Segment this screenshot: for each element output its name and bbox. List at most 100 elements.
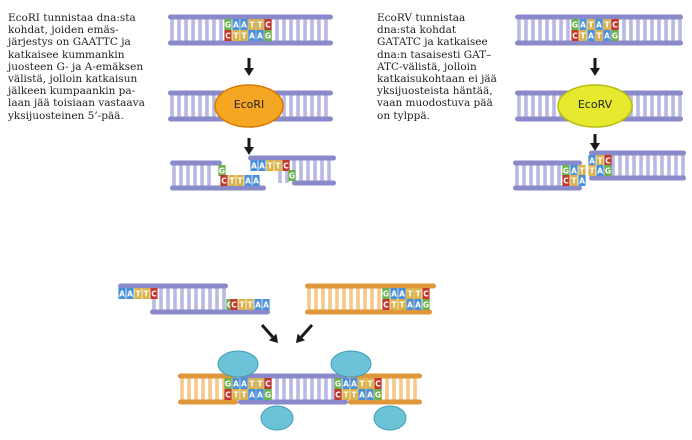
base-letter: T bbox=[237, 176, 243, 185]
base-pair-rung bbox=[545, 17, 549, 43]
base-letter: T bbox=[229, 176, 235, 185]
base-pair-rung bbox=[310, 93, 314, 119]
base-t bbox=[398, 299, 406, 310]
ligase-enzyme-top bbox=[217, 350, 259, 378]
base-pair-rung bbox=[201, 376, 205, 402]
base-pair-rung bbox=[296, 376, 300, 402]
base-pair-rung bbox=[650, 17, 654, 43]
base-pair-rung bbox=[191, 93, 195, 119]
dna-backbone bbox=[348, 373, 422, 379]
base-c bbox=[422, 288, 430, 299]
base-t bbox=[256, 378, 264, 389]
base-pair-rung bbox=[207, 163, 211, 188]
base-g bbox=[264, 389, 272, 400]
ecori-enzyme-label: EcoRI bbox=[234, 98, 265, 111]
base-pair-rung bbox=[370, 286, 374, 312]
base-pair-rung bbox=[667, 153, 671, 178]
base-letter: A bbox=[257, 390, 263, 399]
base-pair-rung bbox=[412, 286, 416, 312]
base-pair-rung bbox=[299, 158, 303, 183]
ligase-enzyme-bottom bbox=[373, 405, 407, 431]
base-pair-rung bbox=[559, 17, 563, 43]
base-pair-rung bbox=[545, 93, 549, 119]
base-letter: A bbox=[589, 156, 595, 165]
dna-backbone bbox=[168, 14, 333, 20]
base-pair-rung bbox=[632, 153, 636, 178]
base-letter: A bbox=[579, 176, 585, 185]
base-a bbox=[248, 389, 256, 400]
ecori-description: EcoRI tunnistaa dna:sta kohdat, joiden e… bbox=[8, 12, 145, 122]
base-g bbox=[422, 299, 430, 310]
base-pair-rung bbox=[205, 17, 209, 43]
base-c bbox=[264, 19, 272, 30]
base-pair-rung bbox=[303, 376, 307, 402]
base-pair-rung bbox=[289, 93, 293, 119]
base-pair-rung bbox=[324, 17, 328, 43]
base-a bbox=[603, 30, 611, 41]
base-pair-rung bbox=[194, 286, 198, 312]
base-g bbox=[382, 288, 390, 299]
base-g bbox=[334, 378, 342, 389]
dna-backbone bbox=[292, 180, 336, 186]
base-letter: T bbox=[351, 390, 357, 399]
base-pair-rung bbox=[650, 93, 654, 119]
base-pair-rung bbox=[538, 17, 542, 43]
base-pair-rung bbox=[625, 153, 629, 178]
base-pair-rung bbox=[177, 93, 181, 119]
base-letter: G bbox=[225, 379, 231, 388]
ecori-enzyme bbox=[214, 84, 284, 128]
base-pair-rung bbox=[392, 376, 396, 402]
base-pair-rung bbox=[187, 376, 191, 402]
base-t bbox=[587, 19, 595, 30]
base-a bbox=[390, 288, 398, 299]
base-pair-rung bbox=[215, 286, 219, 312]
base-pair-rung bbox=[275, 17, 279, 43]
base-letter: A bbox=[407, 300, 413, 309]
dna-backbone bbox=[513, 185, 582, 191]
base-letter: A bbox=[580, 20, 586, 29]
dna-backbone bbox=[515, 14, 683, 20]
dna-backbone bbox=[305, 309, 432, 315]
base-a bbox=[366, 389, 374, 400]
base-letter: G bbox=[605, 166, 611, 175]
base-t bbox=[232, 389, 240, 400]
base-t bbox=[134, 288, 142, 299]
base-letter: T bbox=[589, 166, 595, 175]
base-pair-rung bbox=[282, 17, 286, 43]
base-t bbox=[246, 299, 254, 310]
base-letter: A bbox=[233, 20, 239, 29]
base-pair-rung bbox=[296, 93, 300, 119]
base-letter: A bbox=[253, 176, 259, 185]
dna-backbone bbox=[589, 175, 686, 181]
base-letter: G bbox=[383, 289, 389, 298]
base-pair-rung bbox=[517, 93, 521, 119]
base-a bbox=[596, 165, 604, 176]
base-pair-rung bbox=[678, 17, 682, 43]
base-g bbox=[571, 19, 579, 30]
base-letter: T bbox=[257, 379, 263, 388]
base-c bbox=[230, 299, 238, 310]
base-pair-rung bbox=[356, 286, 360, 312]
base-letter: T bbox=[604, 20, 610, 29]
base-pair-rung bbox=[671, 93, 675, 119]
dna-backbone bbox=[238, 399, 348, 405]
base-a bbox=[244, 175, 252, 186]
base-letter: A bbox=[259, 161, 265, 170]
base-g bbox=[611, 30, 619, 41]
base-pair-rung bbox=[646, 153, 650, 178]
base-pair-rung bbox=[557, 163, 561, 188]
base-pair-rung bbox=[678, 93, 682, 119]
base-pair-rung bbox=[363, 286, 367, 312]
base-letter: G bbox=[225, 20, 231, 29]
base-letter: A bbox=[604, 31, 610, 40]
base-pair-rung bbox=[681, 153, 685, 178]
base-letter: A bbox=[249, 390, 255, 399]
base-c bbox=[604, 155, 612, 166]
base-letter: A bbox=[343, 379, 349, 388]
base-letter: G bbox=[612, 31, 618, 40]
base-t bbox=[248, 19, 256, 30]
dna-backbone bbox=[170, 185, 266, 191]
base-pair-rung bbox=[550, 163, 554, 188]
base-letter: G bbox=[219, 166, 225, 175]
